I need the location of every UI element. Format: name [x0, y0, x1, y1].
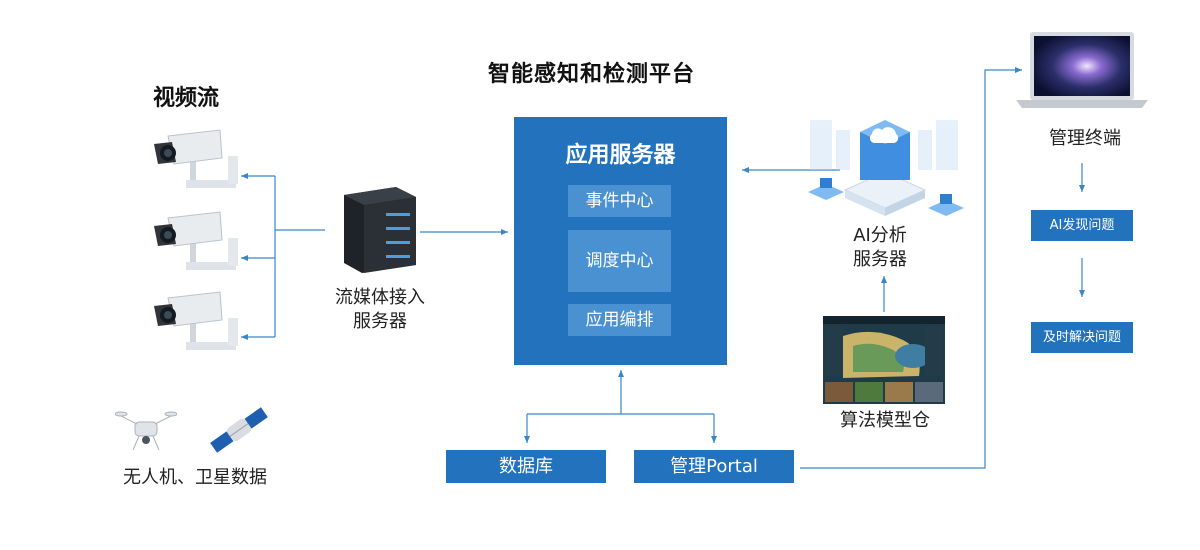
database-box: 数据库 [446, 450, 606, 483]
streaming-server-label-line1: 流媒体接入 [335, 287, 425, 308]
camera-icon [154, 211, 238, 270]
portal-box: 管理Portal [634, 450, 794, 483]
algorithm-repo-label: 算法模型仓 [840, 410, 930, 431]
streaming-server-label: 流媒体接入 服务器 [315, 286, 445, 334]
server-icon [344, 187, 416, 273]
module-dispatch-center: 调度中心 [568, 230, 671, 292]
management-terminal-label: 管理终端 [1049, 128, 1121, 149]
drone-icon [115, 411, 177, 451]
app-server-title: 应用服务器 [565, 143, 676, 168]
ai-server-label-line2: 服务器 [853, 249, 907, 270]
camera-icon [154, 129, 238, 188]
app-server-box: 应用服务器 事件中心 调度中心 应用编排 [514, 117, 727, 365]
uav-satellite-label: 无人机、卫星数据 [123, 467, 267, 488]
algorithm-repo-thumbnail [823, 316, 945, 404]
satellite-icon [210, 407, 268, 453]
arrow-portal-to-terminal [800, 67, 1022, 469]
ai-server-label: AI分析 服务器 [835, 224, 925, 272]
module-app-orchestration: 应用编排 [568, 304, 671, 336]
module-event-center: 事件中心 [568, 185, 671, 217]
streaming-server-label-line2: 服务器 [353, 311, 407, 332]
ai-server-icon [808, 120, 964, 216]
camera-icon [154, 291, 238, 350]
video-stream-title: 视频流 [153, 86, 220, 111]
ai-server-label-line1: AI分析 [853, 225, 907, 246]
step-ai-detect: AI发现问题 [1031, 210, 1133, 241]
laptop-icon [1016, 32, 1148, 108]
step-solve-problem: 及时解决问题 [1031, 322, 1133, 353]
platform-title: 智能感知和检测平台 [488, 62, 696, 87]
